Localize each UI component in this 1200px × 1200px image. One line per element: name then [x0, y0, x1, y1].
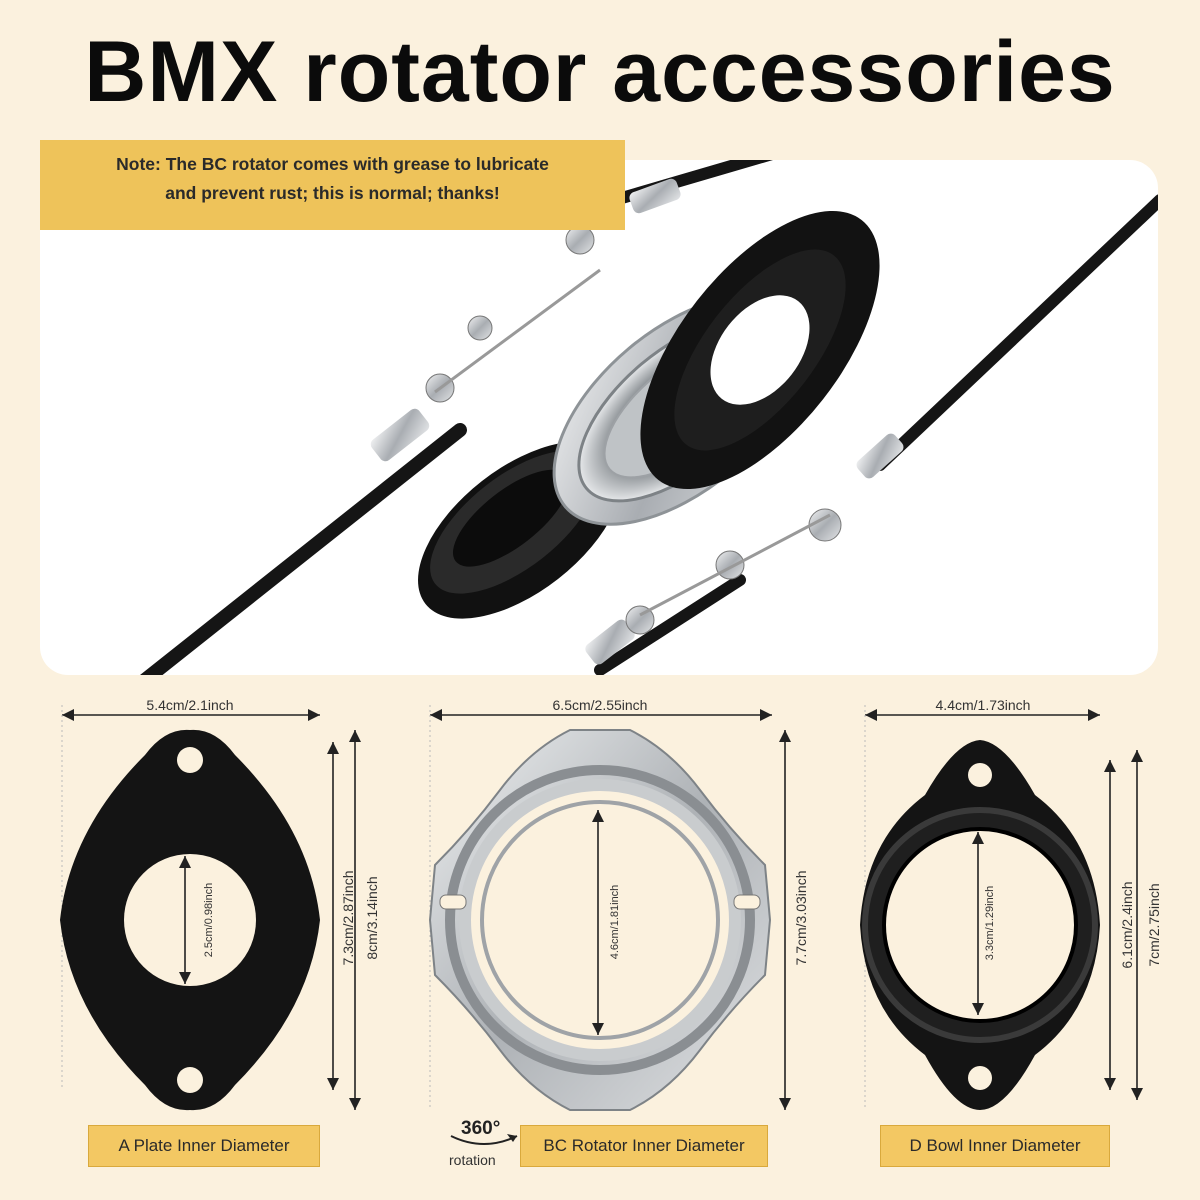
- a-inner-label: 2.5cm/0.98inch: [203, 883, 215, 958]
- d-caption: D Bowl Inner Diameter: [880, 1125, 1110, 1167]
- rotation-degrees: 360°: [461, 1118, 501, 1139]
- bc-height-label: 7.7cm/3.03inch: [793, 871, 809, 966]
- rotation-arrow-icon: [450, 1134, 518, 1145]
- page-title: BMX rotator accessories: [84, 24, 1116, 120]
- a-caption: A Plate Inner Diameter: [88, 1125, 320, 1167]
- panel-a-plate: 5.4cm/2.1inch 2.5cm/0.98inch 7.3cm/2.87i…: [40, 690, 420, 1190]
- panel-bc-rotator: 6.5cm/2.55inch 4.6cm/1.81inch 7.7cm/3.03…: [420, 690, 810, 1190]
- rotation-text: rotation: [449, 1152, 496, 1168]
- bc-caption: BC Rotator Inner Diameter: [520, 1125, 768, 1167]
- a-width-label: 5.4cm/2.1inch: [146, 697, 233, 713]
- bc-width-label: 6.5cm/2.55inch: [553, 697, 648, 713]
- bc-rotator-diagram: 6.5cm/2.55inch 4.6cm/1.81inch 7.7cm/3.03…: [428, 697, 809, 1111]
- a-height-1-label: 7.3cm/2.87inch: [340, 871, 356, 966]
- rotator-assembly-illustration: [140, 160, 1158, 675]
- d-height-2-label: 7cm/2.75inch: [1146, 883, 1162, 966]
- note-line-2: and prevent rust; this is normal; thanks…: [165, 183, 500, 203]
- product-photo: [40, 160, 1158, 675]
- grease-note: Note: The BC rotator comes with grease t…: [40, 140, 625, 230]
- d-width-label: 4.4cm/1.73inch: [936, 697, 1031, 713]
- d-bowl-diagram: 4.4cm/1.73inch 3.3cm/1.29inch 6.1cm/2.4i…: [860, 697, 1162, 1110]
- note-line-1: Note: The BC rotator comes with grease t…: [116, 154, 549, 174]
- a-plate-diagram: 5.4cm/2.1inch 2.5cm/0.98inch 7.3cm/2.87i…: [60, 697, 380, 1111]
- d-height-1-label: 6.1cm/2.4inch: [1119, 881, 1135, 968]
- bc-inner-label: 4.6cm/1.81inch: [609, 885, 621, 960]
- d-inner-label: 3.3cm/1.29inch: [984, 886, 996, 961]
- panel-d-bowl: 4.4cm/1.73inch 3.3cm/1.29inch 6.1cm/2.4i…: [845, 690, 1175, 1190]
- rotation-badge: 360° rotation: [443, 1112, 525, 1172]
- a-height-2-label: 8cm/3.14inch: [364, 876, 380, 959]
